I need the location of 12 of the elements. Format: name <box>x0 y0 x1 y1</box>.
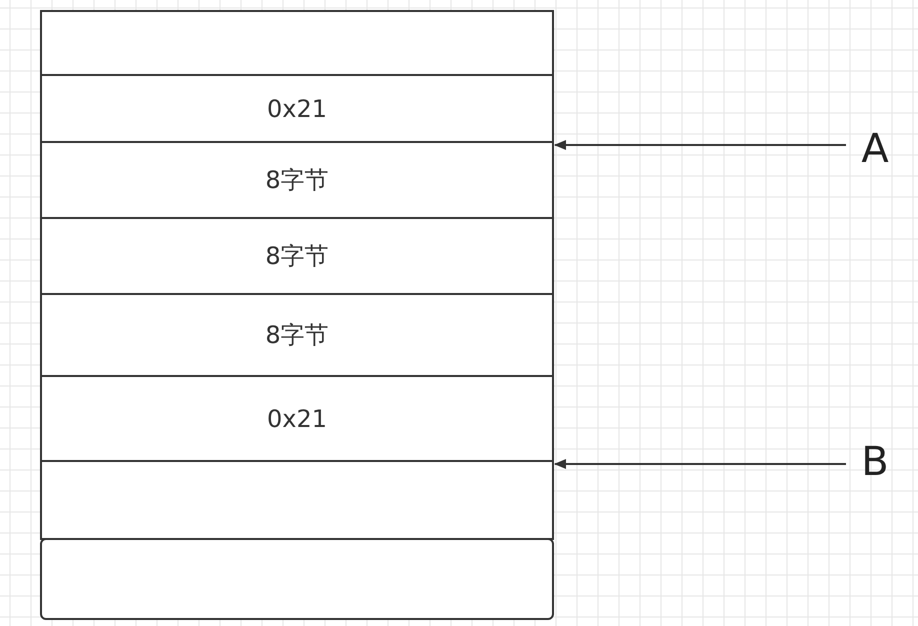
pointer-label: A <box>852 125 898 173</box>
memory-cell: 8字节 <box>40 141 554 219</box>
memory-cell: 0x21 <box>40 74 554 143</box>
arrow <box>554 459 846 469</box>
arrow <box>554 140 846 150</box>
memory-cell <box>40 538 554 620</box>
memory-cell <box>40 10 554 76</box>
memory-cell: 8字节 <box>40 293 554 377</box>
memory-cell: 8字节 <box>40 217 554 295</box>
memory-cell <box>40 460 554 540</box>
pointer-label: B <box>852 438 898 486</box>
memory-cell: 0x21 <box>40 375 554 462</box>
